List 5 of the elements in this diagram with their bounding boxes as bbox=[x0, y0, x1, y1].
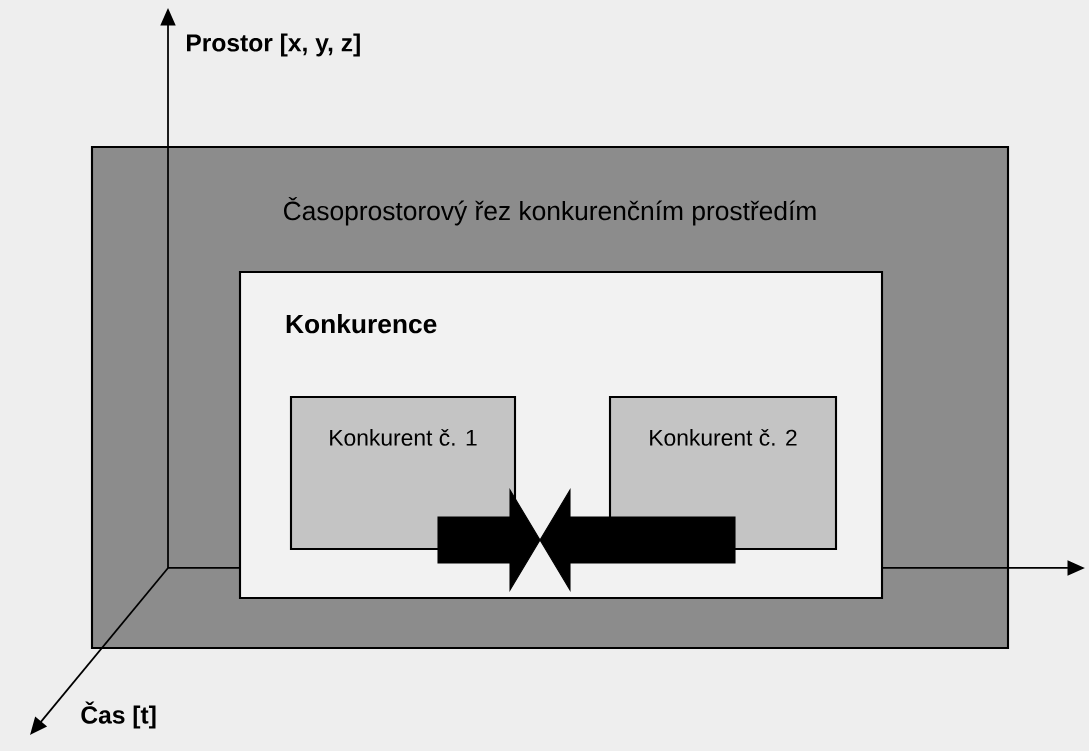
block-arrow bbox=[437, 488, 541, 592]
process-box: Konkurent č. 1 bbox=[289, 395, 517, 551]
block-arrow bbox=[539, 488, 736, 592]
axis-label: Čas [t] bbox=[81, 701, 156, 729]
axis-label: Prostor [x, y, z] bbox=[187, 33, 360, 57]
